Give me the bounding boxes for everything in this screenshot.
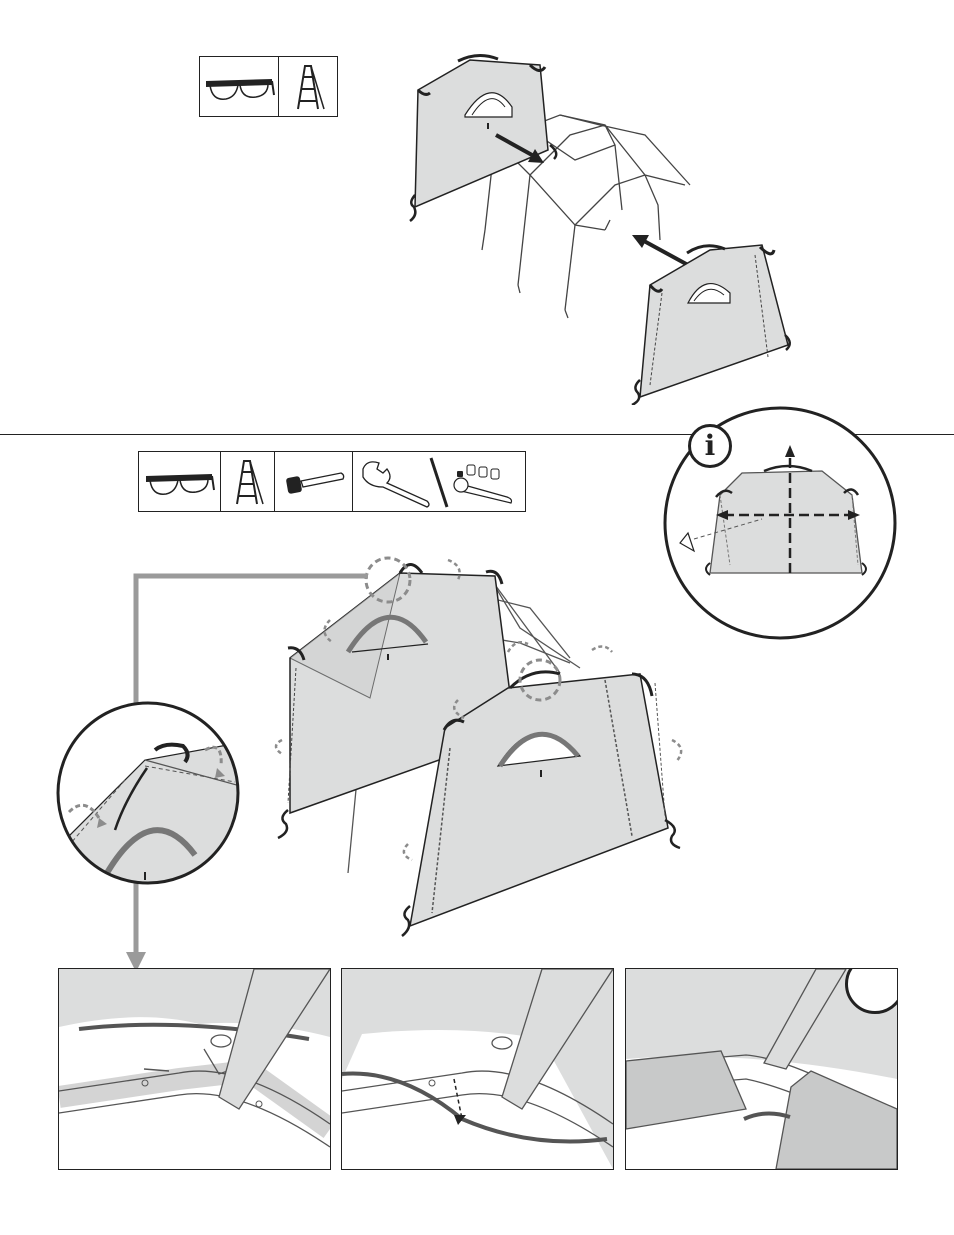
detail-panel-2 — [341, 968, 614, 1170]
safety-glasses-icon — [139, 452, 221, 511]
info-icon: i — [688, 424, 732, 468]
detail-panel-3 — [625, 968, 898, 1170]
rubber-mallet-icon — [275, 452, 354, 511]
adjustable-wrench-icon — [363, 461, 429, 506]
step2-tools — [138, 451, 526, 512]
rear-panel — [632, 245, 790, 405]
step1-tools — [199, 56, 338, 117]
safety-glasses-icon — [200, 57, 279, 116]
front-panel — [410, 55, 556, 221]
step-ladder-icon — [221, 452, 275, 511]
adjustable-wrench-icon — [353, 452, 525, 511]
step1-illustration — [400, 45, 800, 405]
info-glyph: i — [705, 432, 716, 460]
detail-panel-1 — [58, 968, 331, 1170]
info-callout: i — [662, 405, 898, 641]
socket-wrench-icon — [454, 465, 512, 503]
step-ladder-icon — [279, 57, 337, 116]
zoom-callout — [55, 700, 241, 886]
